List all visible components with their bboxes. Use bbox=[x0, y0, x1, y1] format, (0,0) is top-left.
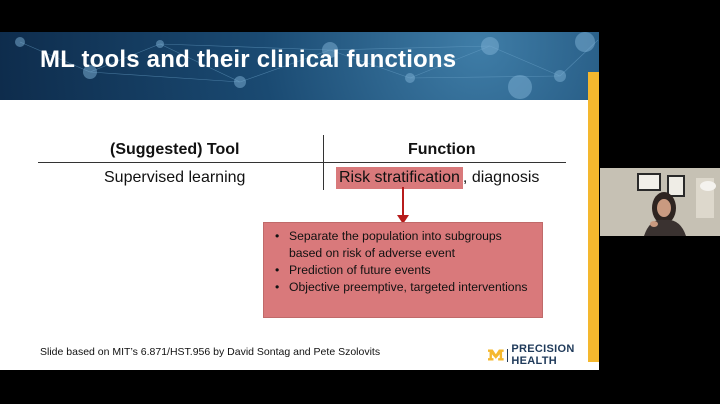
cell-function: Risk stratification, diagnosis bbox=[336, 167, 539, 189]
table-divider-horizontal bbox=[38, 162, 566, 163]
bullet-list: Separate the population into subgroups b… bbox=[272, 228, 534, 296]
slide: ML tools and their clinical functions (S… bbox=[0, 32, 599, 370]
precision-health-logo: PRECISION HEALTH bbox=[488, 343, 599, 367]
bullet-item: Objective preemptive, targeted intervent… bbox=[275, 279, 534, 296]
bullet-item: Separate the population into subgroups b… bbox=[275, 228, 534, 262]
logo-separator bbox=[506, 348, 508, 362]
presenter-video bbox=[600, 168, 720, 236]
footnote: Slide based on MIT’s 6.871/HST.956 by Da… bbox=[40, 346, 381, 358]
cell-tool: Supervised learning bbox=[104, 169, 246, 186]
bullet-box: Separate the population into subgroups b… bbox=[263, 222, 543, 318]
arrow-down-icon bbox=[397, 187, 409, 224]
slide-title: ML tools and their clinical functions bbox=[40, 46, 457, 73]
highlighted-function: Risk stratification bbox=[336, 167, 463, 189]
logo-text: PRECISION HEALTH bbox=[511, 343, 575, 367]
presenter-video-icon bbox=[600, 168, 720, 236]
network-pattern-icon bbox=[15, 32, 599, 99]
bullet-item: Prediction of future events bbox=[275, 262, 534, 279]
column-header-tool: (Suggested) Tool bbox=[110, 141, 240, 158]
table-divider-vertical bbox=[323, 135, 324, 190]
accent-bar bbox=[588, 72, 599, 362]
function-rest: , diagnosis bbox=[462, 169, 540, 186]
block-m-icon bbox=[488, 349, 504, 361]
column-header-function: Function bbox=[408, 141, 476, 158]
title-banner: ML tools and their clinical functions bbox=[0, 32, 599, 100]
